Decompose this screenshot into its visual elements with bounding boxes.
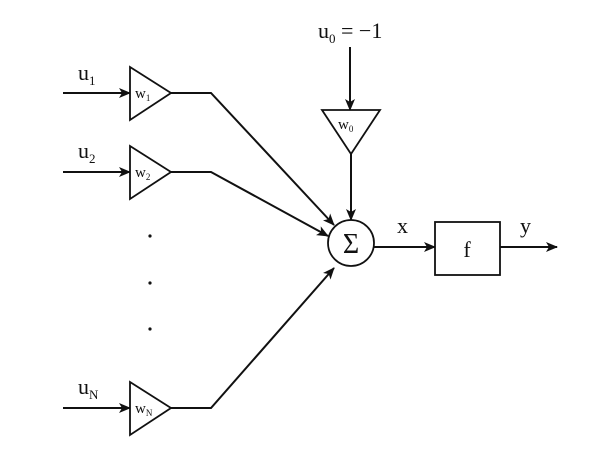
input-1-label: u1 bbox=[78, 60, 96, 88]
weight-0-amplifier bbox=[320, 109, 382, 156]
activation-block: f bbox=[434, 221, 501, 276]
weight-2-label: w2 bbox=[135, 165, 150, 182]
ellipsis-dot bbox=[148, 281, 152, 285]
ellipsis bbox=[148, 234, 152, 331]
weight-2-amplifier bbox=[129, 144, 173, 201]
activation-label: f bbox=[463, 237, 471, 262]
activation-box bbox=[434, 221, 501, 276]
bias-label: u0 = −1 bbox=[318, 18, 382, 46]
sum-output-label: x bbox=[397, 213, 408, 238]
input-2: u2 w2 bbox=[63, 138, 329, 237]
ellipsis-dot bbox=[148, 327, 152, 331]
weight-2-to-sum-arrow bbox=[171, 171, 329, 237]
weight-1-amplifier bbox=[129, 65, 173, 122]
summation-node: Σ bbox=[327, 219, 375, 267]
weight-n-amplifier bbox=[129, 380, 173, 437]
weight-n-label: wN bbox=[135, 401, 153, 418]
input-2-label: u2 bbox=[78, 138, 96, 166]
input-n: uN wN bbox=[63, 267, 335, 437]
weight-n-to-sum-arrow bbox=[171, 267, 335, 409]
weight-1-label: w1 bbox=[135, 86, 150, 103]
output-label: y bbox=[520, 213, 531, 238]
weight-1-to-sum-arrow bbox=[171, 92, 335, 226]
weight-0-label: w0 bbox=[338, 117, 354, 134]
input-1: u1 w1 bbox=[63, 60, 335, 226]
bias: u0 = −1 w0 bbox=[318, 18, 382, 221]
ellipsis-dot bbox=[148, 234, 152, 238]
sigma-symbol: Σ bbox=[343, 229, 359, 260]
input-n-label: uN bbox=[78, 374, 99, 402]
summation-circle bbox=[327, 219, 375, 267]
